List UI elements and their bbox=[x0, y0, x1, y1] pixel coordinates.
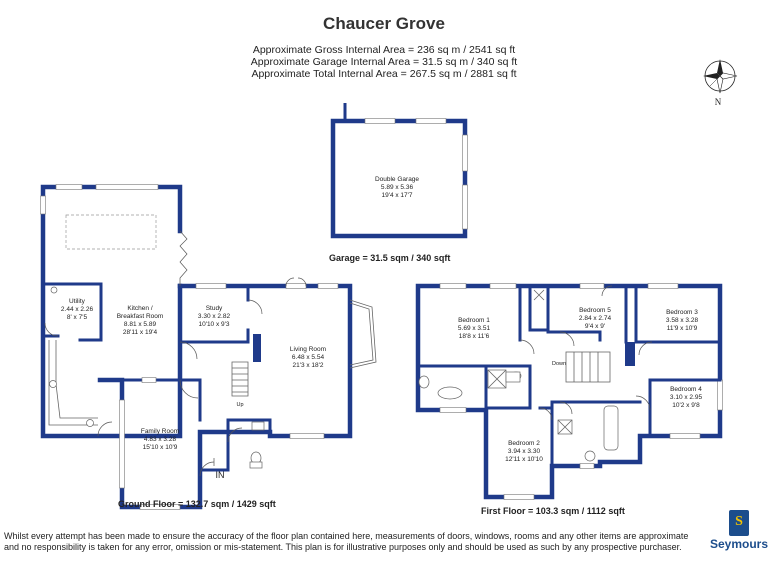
garage-plan: Double Garage 5.89 x 5.36 19'4 x 17'7 bbox=[330, 103, 468, 239]
total-area-text: Approximate Total Internal Area = 267.5 … bbox=[251, 68, 517, 80]
compass-label: N bbox=[715, 97, 722, 107]
first-floor-caption: First Floor = 103.3 sqm / 1112 sqft bbox=[481, 506, 625, 516]
living-metric: 6.48 x 5.54 bbox=[292, 354, 325, 361]
kitchen-imperial: 28'11 x 19'4 bbox=[123, 329, 158, 336]
plan-title: Chaucer Grove bbox=[323, 14, 445, 33]
living-name: Living Room bbox=[290, 346, 326, 353]
study-metric: 3.30 x 2.82 bbox=[198, 313, 231, 320]
entrance-label: IN bbox=[216, 470, 225, 480]
bed3-metric: 3.58 x 3.28 bbox=[666, 317, 699, 324]
kitchen-name-line1: Kitchen / bbox=[127, 305, 152, 312]
study-name: Study bbox=[206, 305, 223, 312]
utility-name: Utility bbox=[69, 298, 86, 305]
bed2-name: Bedroom 2 bbox=[508, 440, 540, 447]
first-stair-label: Down bbox=[552, 361, 566, 367]
bed3-imperial: 11'9 x 10'9 bbox=[667, 325, 698, 332]
gross-area-text: Approximate Gross Internal Area = 236 sq… bbox=[252, 44, 516, 56]
bed5-name: Bedroom 5 bbox=[579, 307, 611, 314]
disclaimer-text: Whilst every attempt has been made to en… bbox=[4, 531, 689, 552]
study-imperial: 10'10 x 9'3 bbox=[198, 321, 229, 328]
bed4-imperial: 10'2 x 9'8 bbox=[672, 402, 700, 409]
first-floor-plan: Down Bedroom 1 5.69 x 3.51 18'8 x 11'6 B… bbox=[415, 283, 723, 500]
bed1-imperial: 18'8 x 11'6 bbox=[459, 333, 490, 340]
ground-floor-plan: Up IN Utility 2.44 x 2.26 8' x 7'5 Kitch… bbox=[40, 184, 377, 510]
bed1-metric: 5.69 x 3.51 bbox=[458, 325, 491, 332]
garage-room-imperial: 19'4 x 17'7 bbox=[381, 192, 412, 199]
ground-floor-caption: Ground Floor = 132.7 sqm / 1429 sqft bbox=[118, 499, 276, 509]
bed3-name: Bedroom 3 bbox=[666, 309, 698, 316]
bed2-imperial: 12'11 x 10'10 bbox=[505, 456, 543, 463]
family-metric: 4.83 x 3.28 bbox=[144, 436, 177, 443]
bed4-metric: 3.10 x 2.95 bbox=[670, 394, 703, 401]
bed4-name: Bedroom 4 bbox=[670, 386, 702, 393]
kitchen-metric: 8.81 x 5.89 bbox=[124, 321, 157, 328]
garage-room-name: Double Garage bbox=[375, 176, 419, 183]
garage-room-metric: 5.89 x 5.36 bbox=[381, 184, 414, 191]
ground-stair-label: Up bbox=[236, 402, 243, 408]
logo-mark-letter: S bbox=[735, 514, 743, 529]
bed2-metric: 3.94 x 3.30 bbox=[508, 448, 541, 455]
kitchen-name-line2: Breakfast Room bbox=[117, 313, 164, 320]
living-imperial: 21'3 x 18'2 bbox=[292, 362, 323, 369]
brand-logo[interactable]: S Seymours bbox=[710, 510, 768, 551]
area-summary: Approximate Gross Internal Area = 236 sq… bbox=[0, 44, 768, 80]
bed5-metric: 2.84 x 2.74 bbox=[579, 315, 612, 322]
bed5-imperial: 9'4 x 9' bbox=[585, 323, 605, 330]
logo-name: Seymours bbox=[710, 537, 768, 551]
bed1-name: Bedroom 1 bbox=[458, 317, 490, 324]
logo-mark-icon: S bbox=[729, 510, 749, 536]
utility-imperial: 8' x 7'5 bbox=[67, 314, 88, 321]
family-name: Family Room bbox=[141, 428, 179, 435]
garage-area-text: Approximate Garage Internal Area = 31.5 … bbox=[250, 56, 518, 68]
compass-icon: N bbox=[703, 59, 738, 107]
utility-metric: 2.44 x 2.26 bbox=[61, 306, 94, 313]
garage-caption: Garage = 31.5 sqm / 340 sqft bbox=[329, 253, 451, 263]
family-imperial: 15'10 x 10'9 bbox=[143, 444, 178, 451]
